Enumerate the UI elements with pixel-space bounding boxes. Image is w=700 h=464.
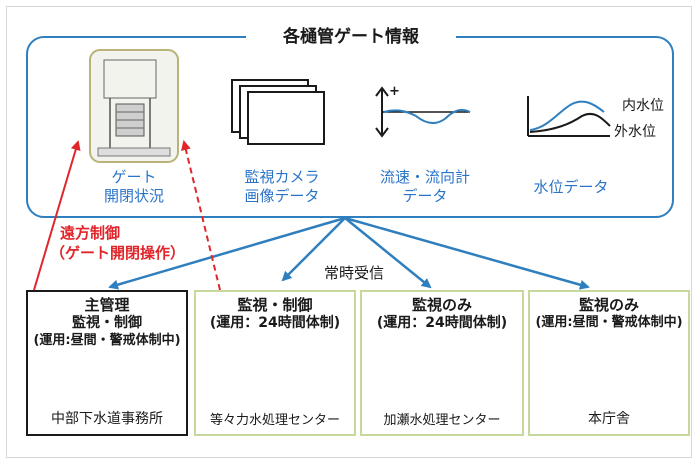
office-chubu: 主管理 監視・制御 (運用:昼間・警戒体制中) 中部下水道事務所 xyxy=(26,290,188,436)
flow-label-line2: データ xyxy=(402,187,448,205)
office-role: 主管理 xyxy=(84,296,130,314)
office-role: 監視のみ xyxy=(578,296,639,314)
water-level-data-label: 水位データ xyxy=(533,178,609,196)
office-operation: (運用:昼間・警戒体制中) xyxy=(535,315,683,330)
gate-label-line1: ゲート xyxy=(111,168,157,186)
office-operation: (運用：24時間体制) xyxy=(376,315,508,331)
flow-plus-label: + xyxy=(389,84,400,99)
remote-control-arrows xyxy=(33,140,221,291)
office-mode: 監視・制御 xyxy=(72,315,142,331)
camera-data-label: 監視カメラ 画像データ xyxy=(222,168,342,206)
office-name: 等々力水処理センター xyxy=(209,413,340,428)
office-honchosha: 監視のみ (運用:昼間・警戒体制中) 本庁舎 xyxy=(528,290,690,436)
flow-graph-icon xyxy=(375,86,471,138)
camera-label-line1: 監視カメラ xyxy=(244,168,320,186)
outer-water-level-label: 外水位 xyxy=(614,124,656,140)
gate-photo-icon xyxy=(89,49,179,163)
office-role: 監視のみ xyxy=(411,296,472,314)
diagram-title: 各樋管ゲート情報 xyxy=(246,24,456,50)
remote-control-label: 遠方制御 xyxy=(60,224,121,242)
office-name: 中部下水道事務所 xyxy=(51,411,163,427)
gate-status-label: ゲート 開閉状況 xyxy=(90,168,178,206)
office-operation: (運用：24時間体制) xyxy=(209,315,341,331)
flow-label-line1: 流速・流向計 xyxy=(379,168,470,186)
camera-label-line2: 画像データ xyxy=(244,187,320,205)
reception-arrows xyxy=(108,216,590,290)
office-role: 監視・制御 xyxy=(237,296,313,314)
office-operation: (運用:昼間・警戒体制中) xyxy=(33,333,181,348)
office-todoroki: 監視・制御 (運用：24時間体制) 等々力水処理センター xyxy=(194,290,356,436)
office-name: 加瀬水処理センター xyxy=(383,413,501,428)
inner-water-level-label: 内水位 xyxy=(622,98,664,114)
flow-data-label: 流速・流向計 データ xyxy=(370,168,480,206)
office-kase: 監視のみ (運用：24時間体制) 加瀬水処理センター xyxy=(360,290,524,436)
water-level-graph-icon xyxy=(527,96,611,137)
constant-reception-label: 常時受信 xyxy=(322,262,387,283)
remote-control-sublabel: （ゲート開閉操作） xyxy=(50,244,186,262)
camera-images-icon xyxy=(231,79,325,145)
office-name: 本庁舎 xyxy=(588,411,630,427)
outer-frame xyxy=(6,6,692,458)
gate-label-line2: 開閉状況 xyxy=(103,187,164,205)
